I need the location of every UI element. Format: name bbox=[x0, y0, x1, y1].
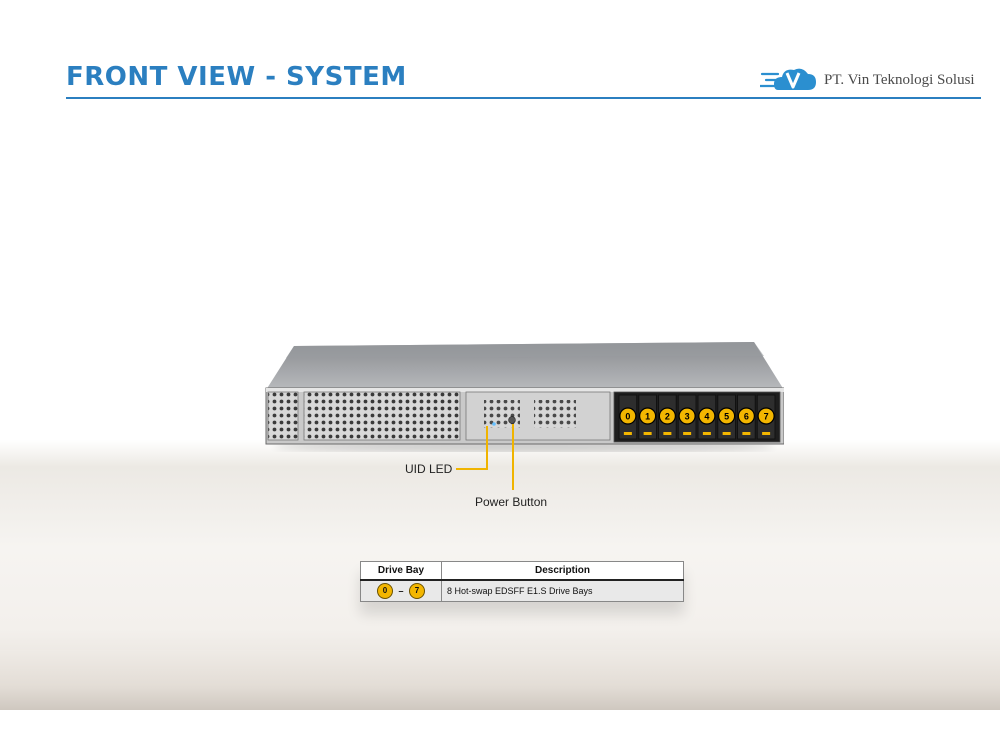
drive-bay-marker bbox=[737, 407, 755, 425]
uid-led-leader-vertical bbox=[486, 426, 488, 470]
drive-bay-led bbox=[742, 432, 751, 435]
drive-bay-number: 1 bbox=[645, 412, 650, 422]
drive-bay-number: 4 bbox=[704, 412, 709, 422]
drive-bay-table: Drive Bay Description 0 – 7 8 Hot-swap E… bbox=[360, 561, 684, 602]
drive-bay-marker bbox=[757, 407, 775, 425]
server-front-image: 0 1 2 3 4 5 6 7 bbox=[265, 342, 784, 452]
drive-bay-led bbox=[683, 432, 692, 435]
drive-bay-number: 2 bbox=[665, 412, 670, 422]
brand-logo-icon bbox=[760, 68, 816, 90]
drive-bay-led bbox=[643, 432, 652, 435]
drive-bay-led bbox=[623, 432, 632, 435]
uid-led-label: UID LED bbox=[405, 462, 453, 476]
drive-bay-description-cell: 8 Hot-swap EDSFF E1.S Drive Bays bbox=[441, 579, 684, 602]
page-title: FRONT VIEW - SYSTEM bbox=[66, 62, 407, 92]
drive-bay-led bbox=[762, 432, 771, 435]
brand-name: PT. Vin Teknologi Solusi bbox=[824, 72, 975, 88]
drive-bay-number: 5 bbox=[724, 412, 729, 422]
drive-bay-number: 7 bbox=[764, 412, 769, 422]
uid-led-leader-horizontal bbox=[456, 468, 488, 470]
drive-bay-marker bbox=[658, 407, 676, 425]
table-row: 0 – 7 8 Hot-swap EDSFF E1.S Drive Bays bbox=[360, 579, 684, 602]
drive-bay-end-badge: 7 bbox=[409, 583, 426, 599]
drive-bay-marker bbox=[698, 407, 716, 425]
range-separator: – bbox=[398, 586, 404, 596]
drive-bay-marker bbox=[639, 407, 657, 425]
drive-bay-marker bbox=[678, 407, 696, 425]
title-underline bbox=[66, 97, 981, 99]
table-header-drive-bay: Drive Bay bbox=[360, 561, 442, 581]
drive-bay-marker bbox=[718, 407, 736, 425]
drive-bay-led bbox=[702, 432, 711, 435]
table-header-row: Drive Bay Description bbox=[360, 561, 684, 581]
drive-bay-number: 3 bbox=[685, 412, 690, 422]
background-shelf-edge bbox=[0, 650, 1000, 710]
background-bottom bbox=[0, 710, 1000, 750]
power-button-leader bbox=[512, 424, 514, 490]
drive-bay-range-cell: 0 – 7 bbox=[360, 579, 442, 602]
drive-bay-number: 6 bbox=[744, 412, 749, 422]
power-button-label: Power Button bbox=[475, 495, 548, 509]
drive-bay-marker bbox=[619, 407, 637, 425]
drive-bay-led bbox=[722, 432, 731, 435]
drive-bay-start-badge: 0 bbox=[376, 583, 393, 599]
drive-bay-number: 0 bbox=[625, 412, 630, 422]
drive-bay-led bbox=[663, 432, 672, 435]
table-header-description: Description bbox=[441, 561, 684, 581]
